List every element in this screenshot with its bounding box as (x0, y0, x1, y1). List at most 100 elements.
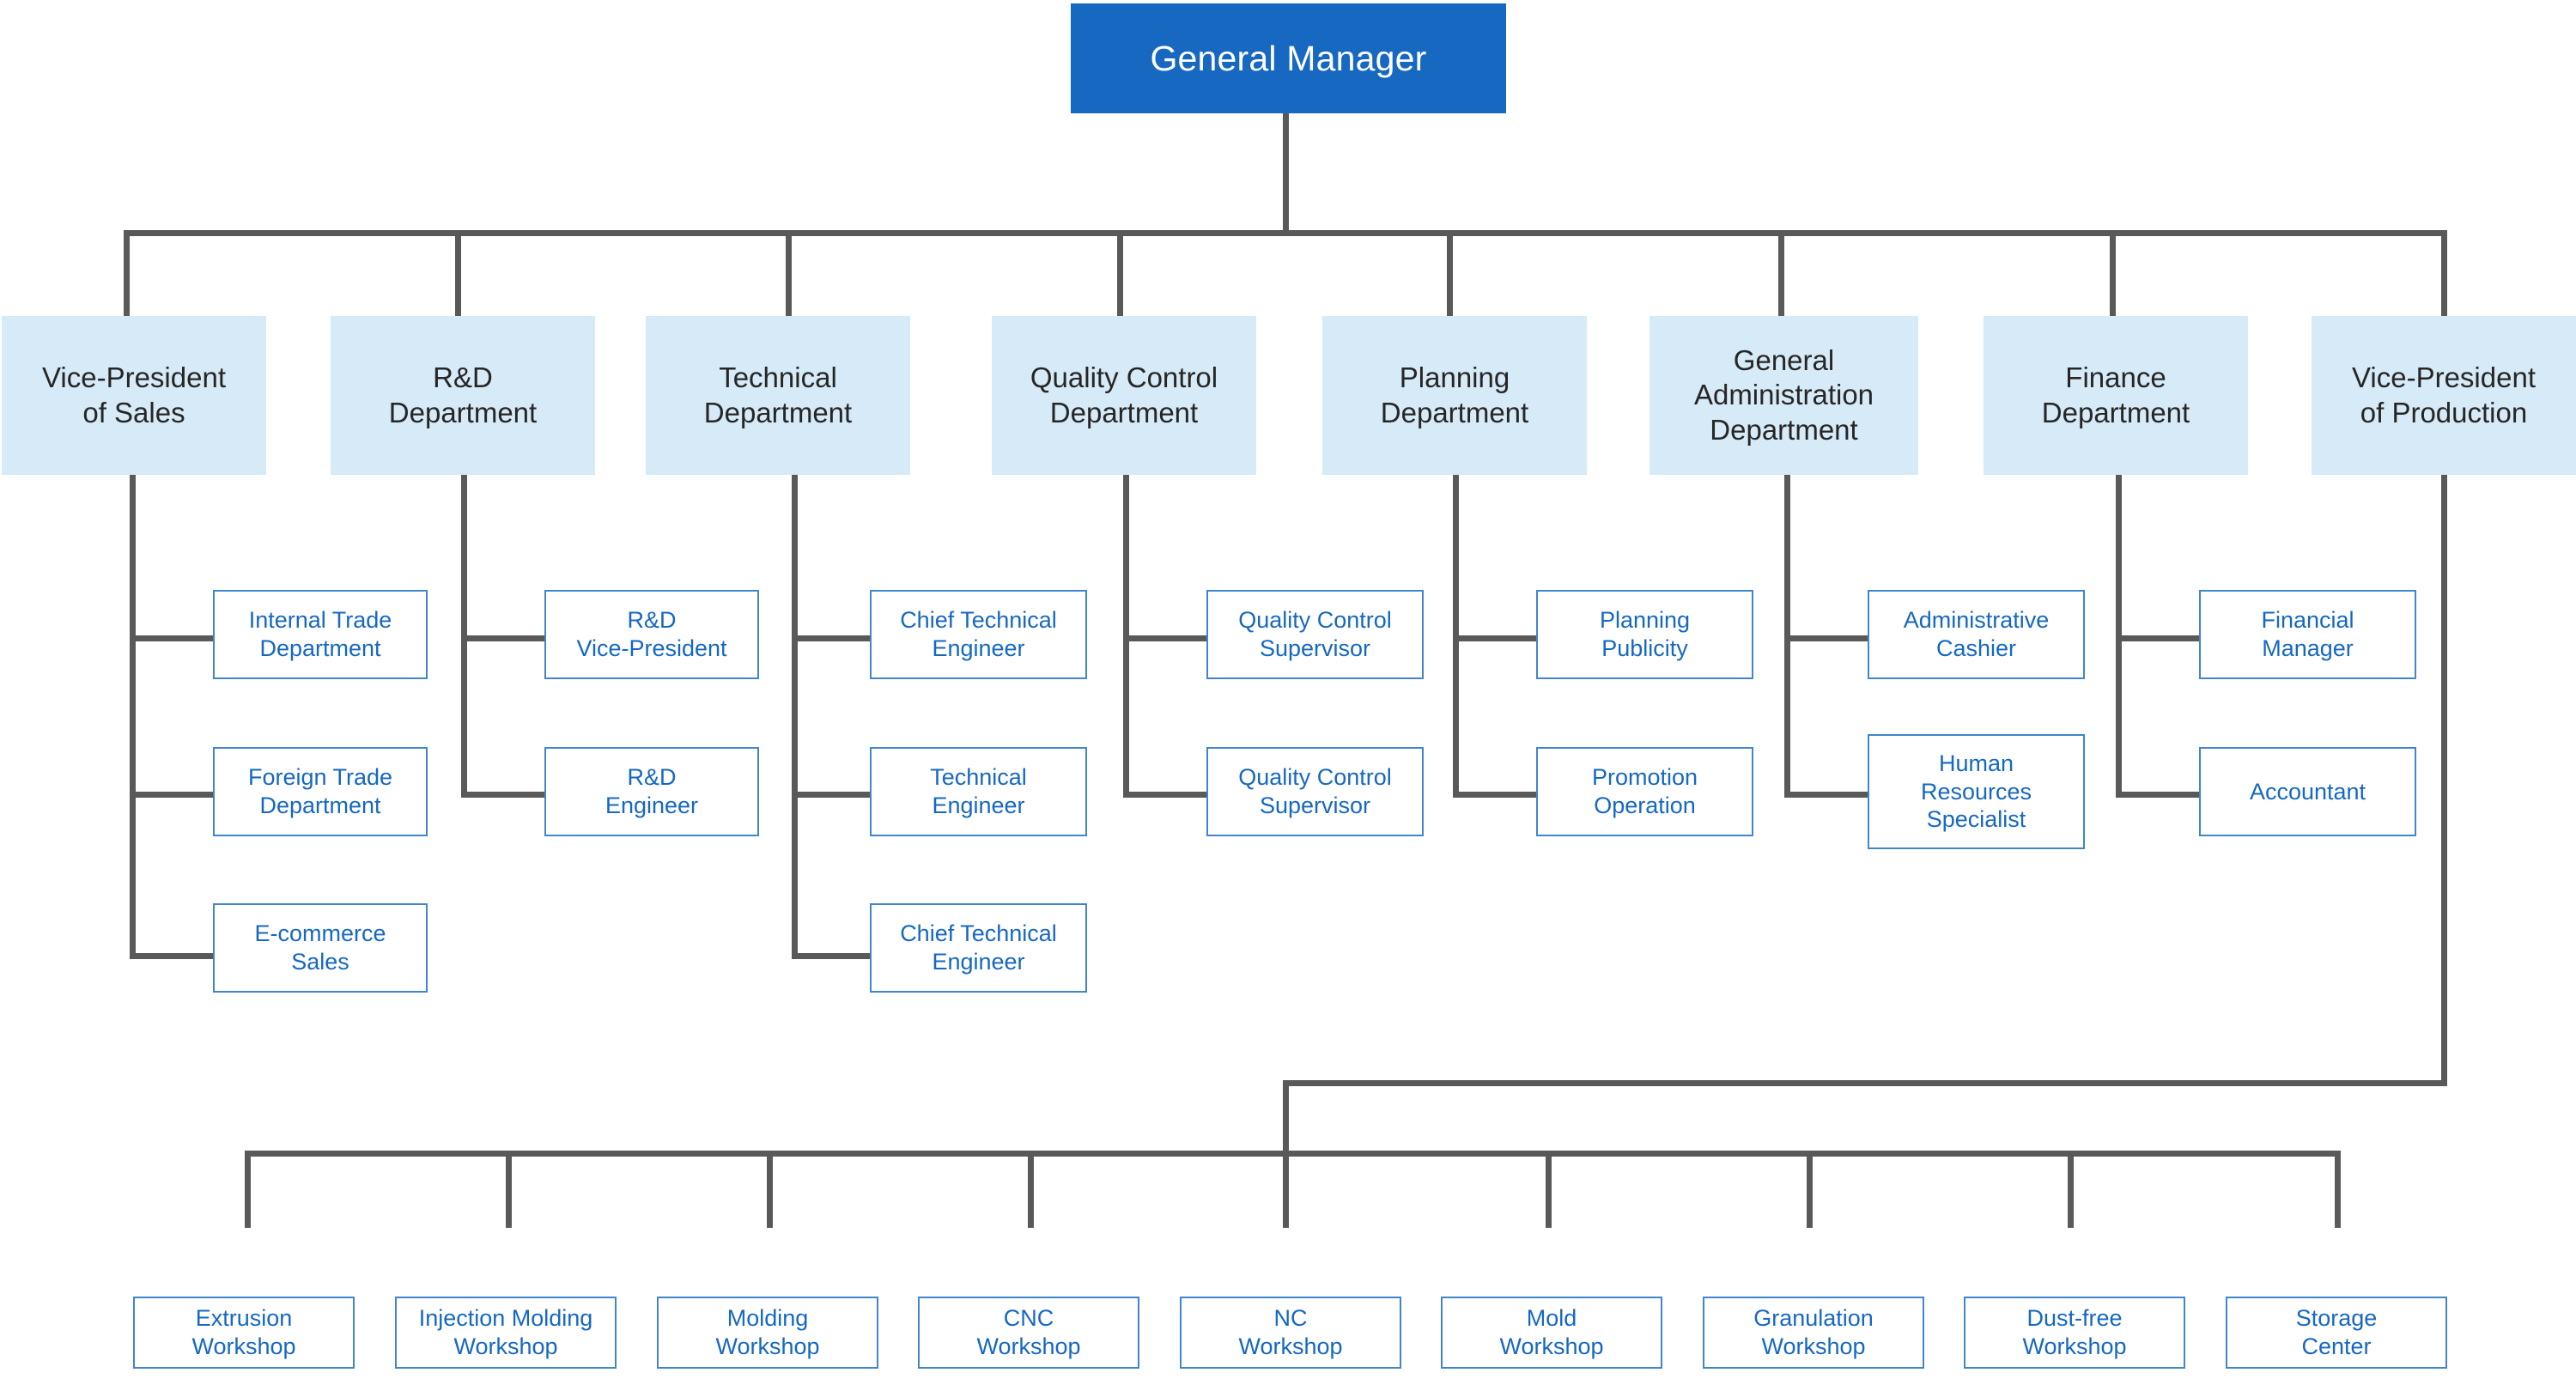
connector-branch-financial-manager (2116, 635, 2199, 641)
node-label: Granulation Workshop (1753, 1305, 1874, 1359)
node-department-general-admin[interactable]: General Administration Department (1649, 316, 1918, 475)
node-workshop-extrusion[interactable]: Extrusion Workshop (133, 1297, 355, 1369)
connector-level2-bus (124, 230, 2447, 236)
connector-branch-hr-specialist (1784, 792, 1868, 798)
node-label: Planning Publicity (1599, 607, 1691, 661)
node-workshop-dust-free[interactable]: Dust-free Workshop (1964, 1297, 2185, 1369)
connector-branch-chief-technical-2 (792, 953, 875, 959)
connector-drop-workshop-2 (506, 1151, 512, 1228)
node-label: Human Resources Specialist (1920, 750, 2032, 833)
node-role-accountant[interactable]: Accountant (2199, 747, 2416, 836)
node-label: General Manager (1150, 38, 1427, 78)
node-label: Chief Technical Engineer (900, 920, 1057, 975)
connector-branch-ecommerce (130, 953, 213, 959)
connector-drop-workshop-3 (767, 1151, 773, 1228)
node-role-foreign-trade[interactable]: Foreign Trade Department (213, 747, 428, 836)
node-label: Technical Department (703, 361, 853, 428)
connector-spine-vp-production (2441, 475, 2447, 1086)
node-workshop-storage-center[interactable]: Storage Center (2226, 1297, 2447, 1369)
node-role-financial-manager[interactable]: Financial Manager (2199, 590, 2416, 679)
node-department-vp-sales[interactable]: Vice-President of Sales (2, 316, 266, 475)
connector-drop-vp-sales (124, 230, 130, 316)
node-workshop-molding[interactable]: Molding Workshop (657, 1297, 878, 1369)
node-department-finance[interactable]: Finance Department (1984, 316, 2248, 475)
connector-drop-technical (786, 230, 792, 316)
connector-drop-workshop-7 (1807, 1151, 1813, 1228)
connector-drop-vp-production (2441, 230, 2447, 316)
connector-drop-finance (2110, 230, 2116, 316)
node-role-chief-technical-engineer-1[interactable]: Chief Technical Engineer (870, 590, 1087, 679)
connector-drop-workshop-9 (2335, 1151, 2341, 1228)
node-label: Financial Manager (2261, 607, 2354, 661)
connector-spine-vp-sales (130, 475, 136, 959)
connector-drop-planning (1447, 230, 1453, 316)
connector-branch-rd-vp (461, 635, 544, 641)
node-workshop-cnc[interactable]: CNC Workshop (918, 1297, 1139, 1369)
connector-drop-quality (1117, 230, 1123, 316)
node-label: Internal Trade Department (248, 607, 392, 661)
node-label: Administrative Cashier (1903, 607, 2050, 661)
connector-branch-accountant (2116, 792, 2199, 798)
node-department-technical[interactable]: Technical Department (646, 316, 910, 475)
node-department-vp-production[interactable]: Vice-President of Production (2312, 316, 2576, 475)
node-role-human-resources-specialist[interactable]: Human Resources Specialist (1868, 734, 2085, 849)
connector-workshop-bus (245, 1151, 2341, 1157)
node-workshop-granulation[interactable]: Granulation Workshop (1703, 1297, 1924, 1369)
connector-branch-rd-engineer (461, 792, 544, 798)
node-label: Technical Engineer (930, 764, 1027, 818)
node-role-ecommerce-sales[interactable]: E-commerce Sales (213, 903, 428, 993)
connector-branch-technical-engineer (792, 792, 875, 798)
node-label: E-commerce Sales (254, 920, 386, 975)
connector-drop-workshop-4 (1028, 1151, 1034, 1228)
connector-branch-internal-trade (130, 635, 213, 641)
connector-drop-workshop-1 (245, 1151, 251, 1228)
connector-branch-qc-supervisor-1 (1123, 635, 1206, 641)
connector-branch-promotion-operation (1453, 792, 1536, 798)
node-label: Vice-President of Production (2351, 361, 2536, 428)
connector-drop-general-admin (1778, 230, 1784, 316)
node-label: General Administration Department (1693, 344, 1874, 446)
node-label: R&D Vice-President (576, 607, 727, 661)
connector-drop-workshop-8 (2068, 1151, 2074, 1228)
node-role-chief-technical-engineer-2[interactable]: Chief Technical Engineer (870, 903, 1087, 993)
node-role-planning-publicity[interactable]: Planning Publicity (1536, 590, 1753, 679)
node-department-planning[interactable]: Planning Department (1322, 316, 1587, 475)
node-label: Extrusion Workshop (191, 1305, 296, 1359)
node-label: Chief Technical Engineer (900, 607, 1057, 661)
connector-production-elbow (1283, 1080, 2447, 1086)
connector-drop-workshop-5 (1283, 1151, 1289, 1228)
node-general-manager[interactable]: General Manager (1071, 3, 1506, 113)
connector-branch-planning-publicity (1453, 635, 1536, 641)
node-label: CNC Workshop (976, 1305, 1081, 1359)
node-department-rd[interactable]: R&D Department (331, 316, 595, 475)
node-workshop-injection-molding[interactable]: Injection Molding Workshop (395, 1297, 617, 1369)
node-role-technical-engineer[interactable]: Technical Engineer (870, 747, 1087, 836)
node-label: Mold Workshop (1499, 1305, 1604, 1359)
node-role-administrative-cashier[interactable]: Administrative Cashier (1868, 590, 2085, 679)
node-label: R&D Department (388, 361, 538, 428)
connector-drop-workshop-6 (1546, 1151, 1552, 1228)
node-label: R&D Engineer (605, 764, 699, 818)
node-role-rd-engineer[interactable]: R&D Engineer (544, 747, 759, 836)
node-label: Promotion Operation (1591, 764, 1698, 818)
node-role-quality-control-supervisor-2[interactable]: Quality Control Supervisor (1206, 747, 1424, 836)
node-role-rd-vice-president[interactable]: R&D Vice-President (544, 590, 759, 679)
node-label: Accountant (2249, 778, 2366, 805)
node-department-quality[interactable]: Quality Control Department (992, 316, 1256, 475)
node-label: Planning Department (1380, 361, 1529, 428)
node-role-quality-control-supervisor-1[interactable]: Quality Control Supervisor (1206, 590, 1424, 679)
node-workshop-nc[interactable]: NC Workshop (1180, 1297, 1401, 1369)
node-label: Vice-President of Sales (41, 361, 226, 428)
connector-branch-administrative-cashier (1784, 635, 1868, 641)
node-label: Storage Center (2295, 1305, 2378, 1359)
node-role-internal-trade[interactable]: Internal Trade Department (213, 590, 428, 679)
node-label: NC Workshop (1238, 1305, 1343, 1359)
connector-branch-chief-technical-1 (792, 635, 875, 641)
node-role-promotion-operation[interactable]: Promotion Operation (1536, 747, 1753, 836)
node-workshop-mold[interactable]: Mold Workshop (1441, 1297, 1662, 1369)
node-label: Molding Workshop (715, 1305, 820, 1359)
connector-branch-qc-supervisor-2 (1123, 792, 1206, 798)
node-label: Quality Control Supervisor (1238, 764, 1392, 818)
node-label: Foreign Trade Department (247, 764, 393, 818)
